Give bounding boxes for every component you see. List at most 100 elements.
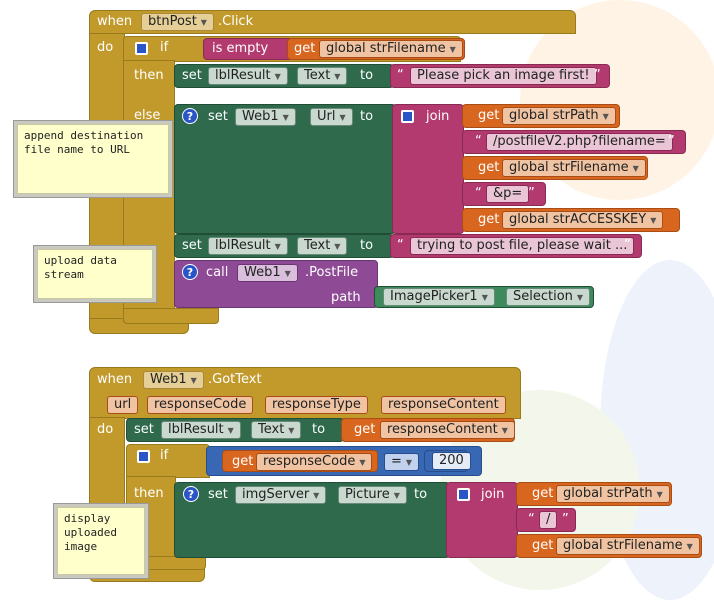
variable-dropdown[interactable]: responseCode▼ bbox=[256, 453, 373, 471]
call-label: call bbox=[206, 265, 229, 280]
component-label: Web1 bbox=[244, 265, 281, 280]
variable-dropdown[interactable]: responseContent▼ bbox=[380, 421, 515, 439]
if-label: if bbox=[160, 448, 169, 463]
set-label: set bbox=[182, 238, 202, 253]
do-label: do bbox=[97, 422, 114, 437]
chevron-down-icon: ▼ bbox=[334, 242, 341, 251]
variable-label: global strPath bbox=[509, 108, 599, 123]
open-quote-icon: “ bbox=[475, 186, 482, 201]
property-dropdown[interactable]: Text▼ bbox=[297, 67, 348, 85]
get-label: get bbox=[478, 160, 500, 175]
component-dropdown[interactable]: ImagePicker1▼ bbox=[383, 288, 495, 306]
join-label: join bbox=[481, 487, 505, 502]
join-block[interactable] bbox=[446, 482, 518, 558]
open-quote-icon: “ bbox=[528, 512, 535, 527]
property-label: Text bbox=[304, 68, 331, 83]
set-label: set bbox=[134, 422, 154, 437]
event-component-label: Web1 bbox=[150, 372, 187, 387]
variable-dropdown[interactable]: global strFilename▼ bbox=[556, 537, 700, 555]
property-dropdown[interactable]: Selection▼ bbox=[506, 288, 591, 306]
text-string-value[interactable]: / bbox=[539, 511, 558, 529]
gear-icon[interactable] bbox=[137, 450, 150, 463]
event-component-dropdown[interactable]: btnPost▼ bbox=[141, 13, 214, 31]
else-label: else bbox=[134, 108, 161, 123]
component-dropdown[interactable]: Web1▼ bbox=[237, 264, 298, 282]
component-label: lblResult bbox=[215, 238, 271, 253]
open-quote-icon: “ bbox=[397, 68, 404, 83]
chevron-down-icon: ▼ bbox=[200, 18, 207, 27]
comment-upload-data-stream[interactable]: upload data stream bbox=[37, 249, 153, 299]
param-url[interactable]: url bbox=[107, 396, 139, 414]
variable-label: global strPath bbox=[563, 486, 653, 501]
number-value[interactable]: 200 bbox=[432, 452, 471, 470]
property-label: Selection bbox=[513, 289, 573, 304]
chevron-down-icon: ▼ bbox=[650, 216, 657, 225]
chevron-down-icon: ▼ bbox=[339, 113, 346, 122]
close-quote-icon: ” bbox=[668, 134, 675, 149]
text-string-value[interactable]: Please pick an image first! bbox=[410, 67, 597, 85]
chevron-down-icon: ▼ bbox=[274, 72, 281, 81]
get-label: get bbox=[294, 41, 316, 56]
component-dropdown[interactable]: lblResult▼ bbox=[208, 67, 288, 85]
when-label: when bbox=[97, 14, 133, 29]
chevron-down-icon: ▼ bbox=[313, 491, 320, 500]
chevron-down-icon: ▼ bbox=[284, 269, 291, 278]
gear-icon[interactable] bbox=[457, 488, 470, 501]
param-responsecontent[interactable]: responseContent bbox=[381, 396, 506, 414]
chevron-down-icon: ▼ bbox=[359, 458, 366, 467]
comment-append-destination[interactable]: append destination file name to URL bbox=[17, 124, 169, 194]
variable-dropdown[interactable]: global strPath▼ bbox=[502, 107, 616, 125]
component-dropdown[interactable]: Web1▼ bbox=[235, 108, 296, 126]
chevron-down-icon: ▼ bbox=[449, 45, 456, 54]
variable-dropdown[interactable]: global strPath▼ bbox=[556, 485, 670, 503]
property-dropdown[interactable]: Picture▼ bbox=[338, 486, 407, 504]
get-label: get bbox=[532, 538, 554, 553]
property-dropdown[interactable]: Text▼ bbox=[297, 237, 348, 255]
text-string-value[interactable]: &p= bbox=[486, 185, 530, 203]
close-quote-icon: ” bbox=[528, 186, 535, 201]
chevron-down-icon: ▼ bbox=[656, 490, 663, 499]
component-dropdown[interactable]: lblResult▼ bbox=[161, 421, 241, 439]
to-label: to bbox=[360, 68, 374, 83]
chevron-down-icon: ▼ bbox=[288, 426, 295, 435]
get-label: get bbox=[478, 212, 500, 227]
operator-dropdown[interactable]: =▼ bbox=[384, 453, 420, 471]
component-dropdown[interactable]: lblResult▼ bbox=[208, 237, 288, 255]
open-quote-icon: “ bbox=[475, 134, 482, 149]
property-label: Picture bbox=[345, 487, 390, 502]
to-label: to bbox=[312, 422, 326, 437]
do-label: do bbox=[97, 40, 114, 55]
variable-dropdown[interactable]: global strFilename▼ bbox=[502, 159, 646, 177]
variable-dropdown[interactable]: global strFilename▼ bbox=[319, 40, 463, 58]
param-responsecode[interactable]: responseCode bbox=[147, 396, 254, 414]
property-dropdown[interactable]: Text▼ bbox=[251, 421, 302, 439]
event-component-dropdown[interactable]: Web1▼ bbox=[143, 371, 204, 389]
set-label: set bbox=[182, 68, 202, 83]
component-dropdown[interactable]: imgServer▼ bbox=[235, 486, 327, 504]
get-label: get bbox=[232, 454, 254, 469]
param-responsetype[interactable]: responseType bbox=[265, 396, 368, 414]
variable-label: global strFilename bbox=[509, 160, 629, 175]
help-icon[interactable]: ? bbox=[182, 108, 198, 124]
join-label: join bbox=[426, 109, 450, 124]
help-icon[interactable]: ? bbox=[182, 264, 198, 280]
property-label: Url bbox=[317, 109, 336, 124]
gear-icon[interactable] bbox=[401, 110, 414, 123]
help-icon[interactable]: ? bbox=[183, 486, 199, 502]
comment-display-uploaded-image[interactable]: display uploaded image bbox=[57, 507, 145, 575]
open-quote-icon: “ bbox=[397, 238, 404, 253]
variable-label: global strACCESSKEY bbox=[509, 212, 647, 227]
event-name: .Click bbox=[218, 14, 254, 29]
event-name: .GotText bbox=[208, 372, 262, 387]
property-dropdown[interactable]: Url▼ bbox=[310, 108, 353, 126]
to-label: to bbox=[360, 238, 374, 253]
text-string-value[interactable]: trying to post file, please wait ... bbox=[410, 237, 635, 255]
variable-dropdown[interactable]: global strACCESSKEY▼ bbox=[502, 211, 664, 229]
text-string-value[interactable]: /postfileV2.php?filename= bbox=[486, 133, 673, 151]
component-label: lblResult bbox=[215, 68, 271, 83]
method-label: .PostFile bbox=[305, 265, 359, 280]
then-label: then bbox=[134, 486, 164, 501]
gear-icon[interactable] bbox=[135, 42, 148, 55]
chevron-down-icon: ▼ bbox=[405, 458, 413, 467]
chevron-down-icon: ▼ bbox=[190, 376, 197, 385]
